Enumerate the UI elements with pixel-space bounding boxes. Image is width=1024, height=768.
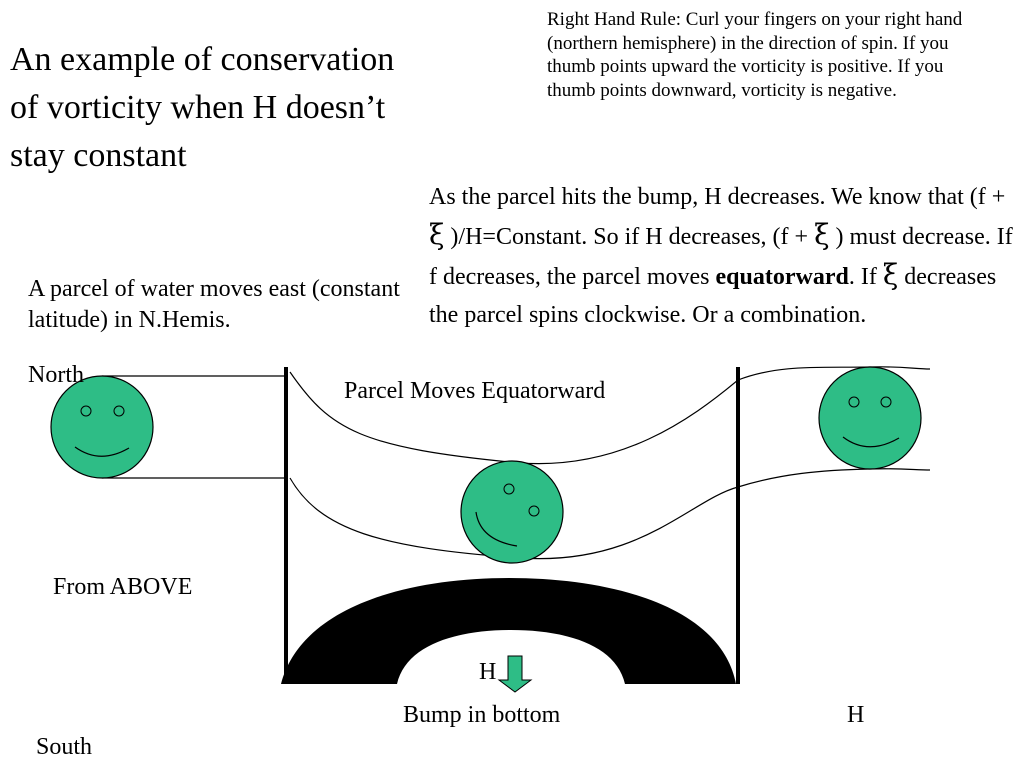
left-face-eye-left bbox=[81, 406, 91, 416]
middle-face-eye-right bbox=[529, 506, 539, 516]
right-smiley-face bbox=[819, 367, 921, 469]
middle-face-eye-top bbox=[504, 484, 514, 494]
right-face-eye-left bbox=[849, 397, 859, 407]
middle-smiley-face bbox=[461, 461, 563, 563]
right-face-eye-right bbox=[881, 397, 891, 407]
left-smiley-face bbox=[51, 376, 153, 478]
right-channel-bottom-line bbox=[738, 469, 930, 487]
h-down-arrow bbox=[499, 656, 531, 692]
left-face-eye-right bbox=[114, 406, 124, 416]
middle-top-streamline bbox=[290, 372, 738, 464]
